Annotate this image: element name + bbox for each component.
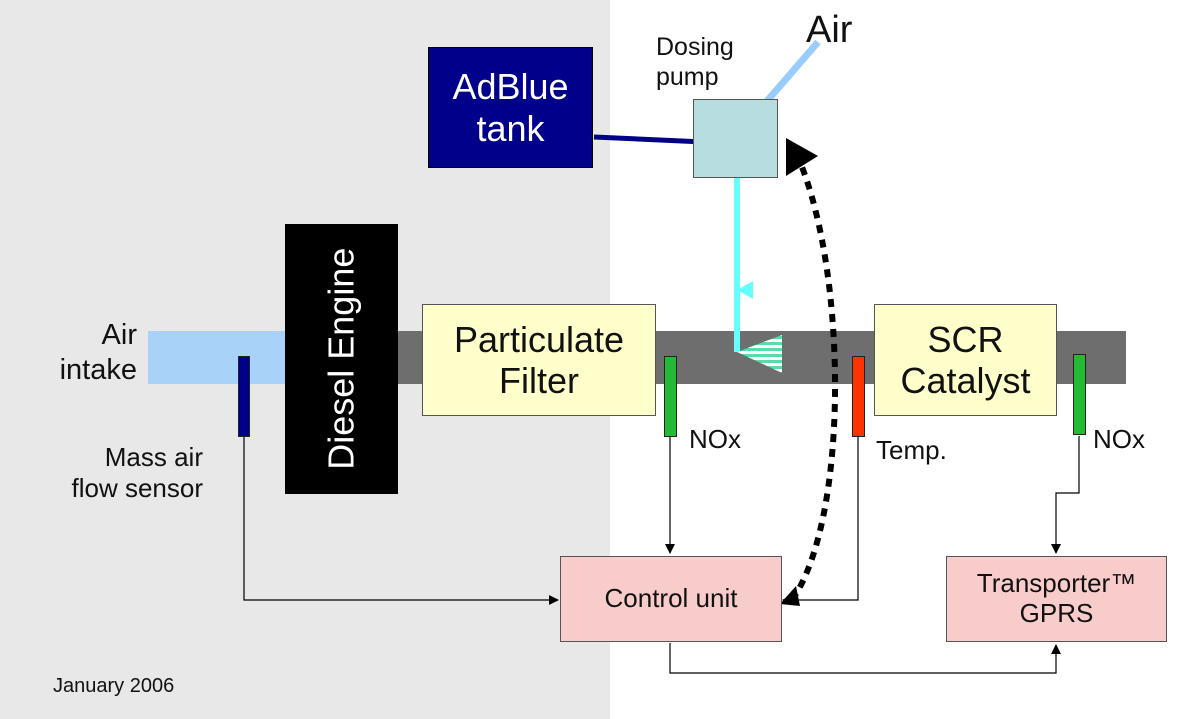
dotted-arrow-head-bottom [780,586,800,606]
dosing-pump [693,99,778,178]
particulate-filter: Particulate Filter [422,304,656,416]
mass-air-flow-label: Mass air flow sensor [71,442,204,504]
temp-wire [782,437,859,605]
air-intake-pipe [148,331,290,384]
air-intake-label: Air intake [59,319,137,386]
dotted-arrow-head-top [786,138,818,176]
nox-sensor-2-label: NOx [1093,424,1145,454]
nox2-wire [1051,436,1080,554]
scr-catalyst: SCR Catalyst [874,304,1057,416]
nox-sensor-1 [664,356,677,437]
transporter-gprs: Transporter™ GPRS [946,556,1167,642]
control-signal-dotted-arrow [789,160,838,602]
nox-sensor-1-label: NOx [689,424,741,454]
diesel-engine: Diesel Engine [285,224,398,494]
control-unit: Control unit [560,556,782,642]
adblue-tank: AdBlue tank [428,47,593,168]
air-label: Air [806,9,853,51]
diesel-engine-label: Diesel Engine [320,247,362,471]
mass-air-flow-sensor [238,356,250,437]
control-to-transporter-wire [669,643,1061,674]
date-label: January 2006 [53,675,175,697]
maf-wire [243,437,559,605]
dosing-pump-label: Dosing pump [656,33,734,91]
temp-sensor-label: Temp. [876,435,947,465]
temp-sensor [852,356,865,437]
dosing-nozzle-icon [737,335,782,373]
nox-sensor-2 [1073,354,1086,435]
